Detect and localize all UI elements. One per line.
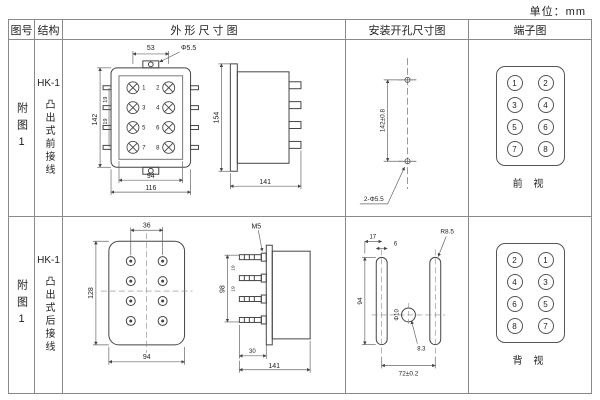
dim-label: 19 bbox=[103, 97, 109, 103]
terminal-circle: 3 bbox=[537, 274, 554, 290]
outline-drawing-rear-wiring: 36 128 94 M5 98 19 19 30 141 bbox=[88, 222, 311, 373]
terminal-circle: 4 bbox=[506, 274, 523, 290]
structure-desc: 凸出式前接线 bbox=[43, 99, 54, 177]
terminal-numbers: 1 2 3 4 5 6 7 8 bbox=[142, 86, 160, 152]
mounting-hole-drawing-rear: 17 6 R8.5 94 Φ10 8.3 72±0.2 bbox=[357, 229, 455, 378]
terminal-number: 6 bbox=[156, 125, 160, 131]
dim-label: 8.3 bbox=[417, 347, 426, 353]
terminal-circle: 7 bbox=[506, 141, 523, 157]
dim-label: Φ5.5 bbox=[181, 45, 196, 52]
dim-labels: 36 128 94 M5 98 19 19 30 141 bbox=[88, 222, 280, 370]
dim-label: 142±0.8 bbox=[380, 109, 387, 133]
dim-label: 36 bbox=[143, 222, 151, 229]
dim-label: 98 bbox=[219, 285, 226, 293]
row2-structure-cell: HK-1 凸出式后接线 bbox=[35, 217, 63, 393]
dimension-lines bbox=[97, 50, 302, 196]
fig-no-text: 附图1 bbox=[15, 279, 28, 331]
terminal-number: 3 bbox=[142, 106, 146, 112]
row1-terminal-cell: 1 2 3 4 5 6 7 8 前 视 bbox=[469, 40, 591, 217]
header-terminal: 端子图 bbox=[469, 20, 591, 40]
terminal-circle: 4 bbox=[537, 97, 554, 113]
dimension-lines bbox=[359, 79, 405, 205]
header-mounting: 安装开孔尺寸图 bbox=[346, 20, 469, 40]
header-structure: 结构 bbox=[35, 20, 63, 40]
terminal-circle: 3 bbox=[506, 97, 523, 113]
terminal-circle: 2 bbox=[506, 252, 523, 268]
terminal-circle: 7 bbox=[537, 318, 554, 334]
dim-labels: 142±0.8 2-Φ5.5 bbox=[364, 109, 387, 203]
mounting-hole-drawing-front: 142±0.8 2-Φ5.5 bbox=[359, 58, 417, 205]
dim-label: 94 bbox=[143, 354, 151, 361]
slots-and-hole bbox=[371, 249, 446, 357]
row2-mounting-cell: 17 6 R8.5 94 Φ10 8.3 72±0.2 bbox=[346, 217, 469, 393]
dim-label: 2-Φ5.5 bbox=[364, 196, 384, 203]
side-view-rear bbox=[238, 244, 311, 346]
dimension-lines bbox=[361, 236, 447, 369]
terminal-number: 2 bbox=[156, 86, 160, 92]
dim-labels: 53 Φ5.5 142 19 19 94 116 154 141 bbox=[92, 45, 271, 192]
terminal-circle: 5 bbox=[537, 296, 554, 312]
header-outline: 外 形 尺 寸 图 bbox=[63, 20, 346, 40]
dim-label: 19 bbox=[230, 286, 236, 292]
dim-label: M5 bbox=[251, 223, 261, 230]
terminal-screws bbox=[126, 81, 176, 154]
row1-outline-cell: 53 Φ5.5 142 19 19 94 116 154 141 1 2 3 4… bbox=[63, 40, 346, 217]
dim-label: 94 bbox=[357, 297, 364, 305]
dim-label: 30 bbox=[249, 349, 256, 355]
dim-label: 128 bbox=[88, 287, 95, 299]
terminal-number: 4 bbox=[156, 106, 160, 112]
unit-label: 单位：mm bbox=[529, 6, 586, 18]
row1-mounting-cell: 142±0.8 2-Φ5.5 bbox=[346, 40, 469, 217]
front-view bbox=[102, 60, 200, 175]
dim-label: 116 bbox=[145, 185, 156, 192]
terminal-circle: 2 bbox=[537, 75, 554, 91]
view-label: 前 视 bbox=[512, 179, 548, 190]
terminal-circle: 1 bbox=[506, 75, 523, 91]
dim-label: R8.5 bbox=[440, 229, 454, 236]
dim-label: 72±0.2 bbox=[399, 370, 419, 377]
spec-table: 图号 结构 外 形 尺 寸 图 安装开孔尺寸图 端子图 附图1 HK-1 凸出式… bbox=[8, 19, 592, 394]
terminal-circle: 6 bbox=[506, 296, 523, 312]
terminal-number: 7 bbox=[142, 145, 146, 151]
dim-label: 19 bbox=[230, 265, 236, 271]
view-label: 背 视 bbox=[512, 356, 548, 367]
structure-desc: 凸出式后接线 bbox=[43, 276, 54, 354]
fig-no-text: 附图1 bbox=[15, 102, 28, 154]
dim-label: 6 bbox=[394, 241, 398, 247]
row2-outline-cell: 36 128 94 M5 98 19 19 30 141 bbox=[63, 217, 346, 393]
outline-drawing-front-wiring: 53 Φ5.5 142 19 19 94 116 154 141 1 2 3 4… bbox=[92, 45, 302, 196]
dim-label: 141 bbox=[259, 179, 271, 186]
terminal-circle: 6 bbox=[537, 119, 554, 135]
dim-label: Φ10 bbox=[395, 309, 401, 321]
dim-label: 94 bbox=[147, 173, 155, 180]
hole-marks bbox=[398, 58, 417, 189]
terminal-diagram-front: 1 2 3 4 5 6 7 8 bbox=[495, 66, 565, 166]
model-label: HK-1 bbox=[37, 255, 60, 266]
header-fig-no: 图号 bbox=[9, 20, 35, 40]
side-view bbox=[229, 63, 302, 172]
row1-fig-cell: 附图1 bbox=[9, 40, 35, 217]
row2-fig-cell: 附图1 bbox=[9, 217, 35, 393]
rear-view bbox=[100, 233, 193, 353]
terminal-number: 8 bbox=[156, 145, 160, 151]
terminal-circle: 5 bbox=[506, 119, 523, 135]
terminal-number: 5 bbox=[142, 125, 146, 131]
dim-label: 17 bbox=[369, 235, 376, 241]
terminal-circle: 8 bbox=[537, 141, 554, 157]
terminal-diagram-rear: 2 1 4 3 6 5 8 7 bbox=[495, 243, 565, 343]
terminal-number: 1 bbox=[142, 86, 146, 92]
dimension-lines bbox=[92, 227, 311, 373]
row2-terminal-cell: 2 1 4 3 6 5 8 7 背 视 bbox=[469, 217, 591, 393]
row1-structure-cell: HK-1 凸出式前接线 bbox=[35, 40, 63, 217]
terminal-circle: 8 bbox=[506, 318, 523, 334]
dim-label: 142 bbox=[92, 114, 99, 126]
model-label: HK-1 bbox=[37, 78, 60, 89]
dim-labels: 17 6 R8.5 94 Φ10 8.3 72±0.2 bbox=[357, 229, 455, 378]
dim-label: 19 bbox=[103, 118, 109, 124]
dim-label: 53 bbox=[147, 45, 155, 52]
terminal-circle: 1 bbox=[537, 252, 554, 268]
dim-label: 154 bbox=[213, 112, 220, 124]
dim-label: 141 bbox=[268, 363, 280, 370]
